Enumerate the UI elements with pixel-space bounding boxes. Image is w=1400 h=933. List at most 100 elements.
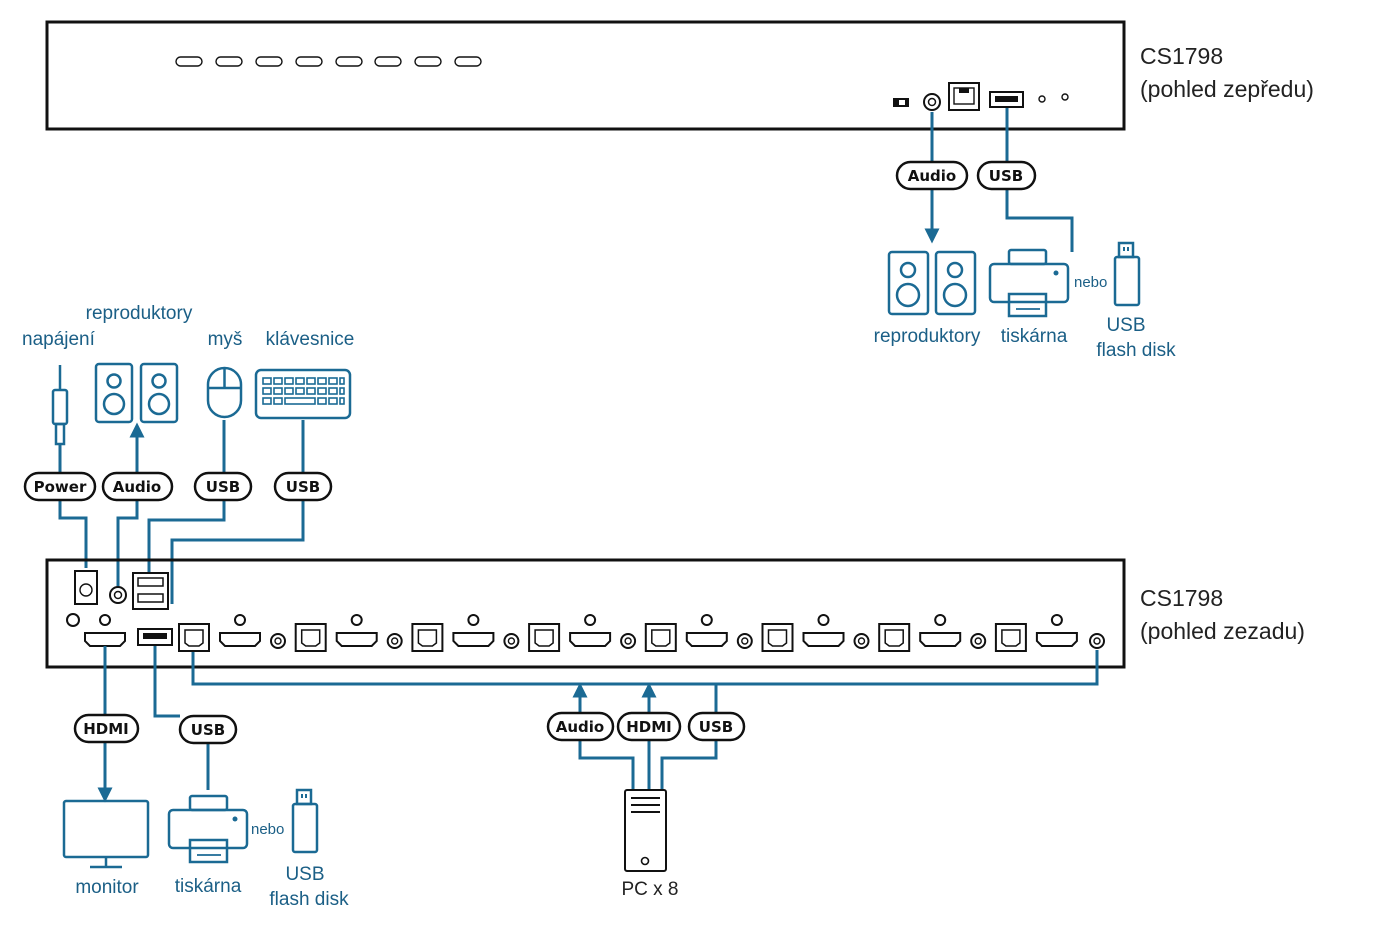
pc-audio-jack bbox=[620, 633, 637, 649]
pc-usb-b-port bbox=[411, 623, 444, 652]
monitor-icon bbox=[62, 799, 150, 869]
pc-screw bbox=[817, 614, 830, 626]
pc-usb-b-port bbox=[994, 623, 1027, 652]
pc-usb-b-socket bbox=[651, 629, 671, 647]
front-usb-tag: USB bbox=[976, 160, 1037, 191]
pc-usb-tag: USB bbox=[687, 711, 746, 742]
pc-hdmi-port bbox=[1035, 632, 1078, 647]
front-audio-tag: Audio bbox=[895, 160, 969, 191]
pc-usb-b-port bbox=[761, 623, 794, 652]
front-speakers-label: reproduktory bbox=[874, 326, 981, 347]
console-speakers-label: reproduktory bbox=[86, 303, 193, 324]
pc-audio-jack bbox=[970, 633, 987, 649]
keyboard-icon bbox=[254, 368, 352, 420]
pc-screw bbox=[350, 614, 363, 626]
console-mouse-label: myš bbox=[208, 329, 243, 350]
pc-audio-jack-inner bbox=[274, 637, 282, 645]
front-audio-jack bbox=[923, 93, 941, 111]
pc-audio-jack-inner bbox=[507, 637, 516, 645]
pc-usb-b-socket bbox=[1001, 629, 1021, 647]
svg-text:HDMI: HDMI bbox=[83, 720, 129, 738]
pc-audio-jack bbox=[270, 633, 286, 649]
pc-audio-jack-inner bbox=[974, 637, 982, 645]
rear-flash-label-2: flash disk bbox=[269, 889, 349, 910]
svg-text:Audio: Audio bbox=[113, 478, 161, 496]
pc-audio-jack-inner bbox=[1093, 637, 1101, 645]
front-switch bbox=[893, 98, 909, 107]
pc-audio-jack bbox=[853, 633, 870, 649]
output-usb-tag: USB bbox=[178, 714, 238, 745]
pc-audio-jack-inner bbox=[624, 637, 632, 645]
rear-printer-label: tiskárna bbox=[175, 876, 242, 897]
svg-text:Audio: Audio bbox=[908, 167, 956, 185]
pc-hdmi-port bbox=[919, 632, 962, 647]
rear-printer-icon bbox=[167, 794, 249, 864]
pc-hdmi-port bbox=[569, 632, 612, 647]
svg-text:USB: USB bbox=[989, 167, 1023, 185]
pc-audio-jack bbox=[386, 633, 403, 649]
pc-audio-jack-inner bbox=[741, 637, 749, 645]
pc-hdmi-port bbox=[685, 632, 728, 647]
pc-usb-b-socket bbox=[417, 629, 438, 647]
front-flash-disk-icon bbox=[1113, 241, 1141, 307]
front-printer-label: tiskárna bbox=[1001, 326, 1068, 347]
pc-screw bbox=[467, 614, 480, 626]
pc-audio-jack bbox=[1089, 633, 1105, 649]
front-view-label: (pohled zepředu) bbox=[1140, 76, 1314, 102]
pc-screw bbox=[1050, 614, 1063, 626]
svg-text:USB: USB bbox=[286, 478, 320, 496]
rear-view-label: (pohled zezadu) bbox=[1140, 618, 1305, 644]
pc-usb-b-socket bbox=[184, 629, 204, 647]
mouse-usb-tag: USB bbox=[193, 471, 253, 502]
console-keyboard-label: klávesnice bbox=[266, 329, 355, 350]
pc-screw bbox=[584, 614, 597, 626]
console-power-label: napájení bbox=[22, 329, 96, 350]
front-printer-icon bbox=[988, 248, 1070, 318]
front-panel bbox=[45, 20, 1126, 131]
svg-text:USB: USB bbox=[191, 721, 225, 739]
pc-usb-b-socket bbox=[884, 629, 904, 647]
pc-usb-b-socket bbox=[300, 629, 321, 647]
pc-usb-b-port bbox=[178, 623, 210, 652]
pc-screw bbox=[934, 614, 947, 626]
keyboard-usb-tag: USB bbox=[273, 471, 333, 502]
pc-port-sets bbox=[178, 614, 1105, 652]
front-rj11-port bbox=[948, 82, 980, 111]
pc-usb-b-port bbox=[644, 623, 677, 652]
svg-text:Audio: Audio bbox=[556, 718, 604, 736]
pc-usb-b-port bbox=[528, 623, 561, 652]
pc-usb-b-socket bbox=[767, 629, 788, 647]
rear-flash-disk-icon bbox=[291, 788, 319, 854]
front-usb-port bbox=[989, 91, 1024, 108]
front-flash-label-2: flash disk bbox=[1096, 340, 1176, 361]
rear-panel bbox=[45, 558, 1126, 669]
pc-hdmi-port bbox=[452, 632, 495, 647]
front-model-label: CS1798 bbox=[1140, 43, 1223, 69]
port-led-row bbox=[175, 56, 482, 67]
console-audio-tag: Audio bbox=[101, 471, 174, 502]
pc-usb-b-port bbox=[294, 623, 327, 652]
pc-hdmi-port bbox=[335, 632, 378, 647]
pc-usb-b-socket bbox=[534, 629, 554, 647]
pc-screw bbox=[234, 614, 246, 626]
pc-screw bbox=[700, 614, 713, 626]
svg-text:Power: Power bbox=[34, 478, 87, 496]
pc-audio-tag: Audio bbox=[546, 711, 615, 742]
power-cord-icon bbox=[51, 365, 69, 446]
pc-count-label: PC x 8 bbox=[621, 879, 678, 900]
front-speakers-icon bbox=[887, 250, 977, 316]
pc-usb-b-port bbox=[878, 623, 911, 652]
front-flash-label-1: USB bbox=[1106, 315, 1145, 336]
pc-hdmi-port bbox=[219, 632, 261, 647]
power-tag: Power bbox=[23, 471, 97, 502]
pc-hdmi-port bbox=[802, 632, 845, 647]
pc-hdmi-tag: HDMI bbox=[616, 711, 682, 742]
rear-model-label: CS1798 bbox=[1140, 585, 1223, 611]
pc-audio-jack bbox=[736, 633, 753, 649]
svg-text:USB: USB bbox=[699, 718, 733, 736]
rear-flash-label-1: USB bbox=[285, 864, 324, 885]
pc-audio-jack bbox=[503, 633, 520, 649]
front-or-label: nebo bbox=[1074, 274, 1107, 291]
